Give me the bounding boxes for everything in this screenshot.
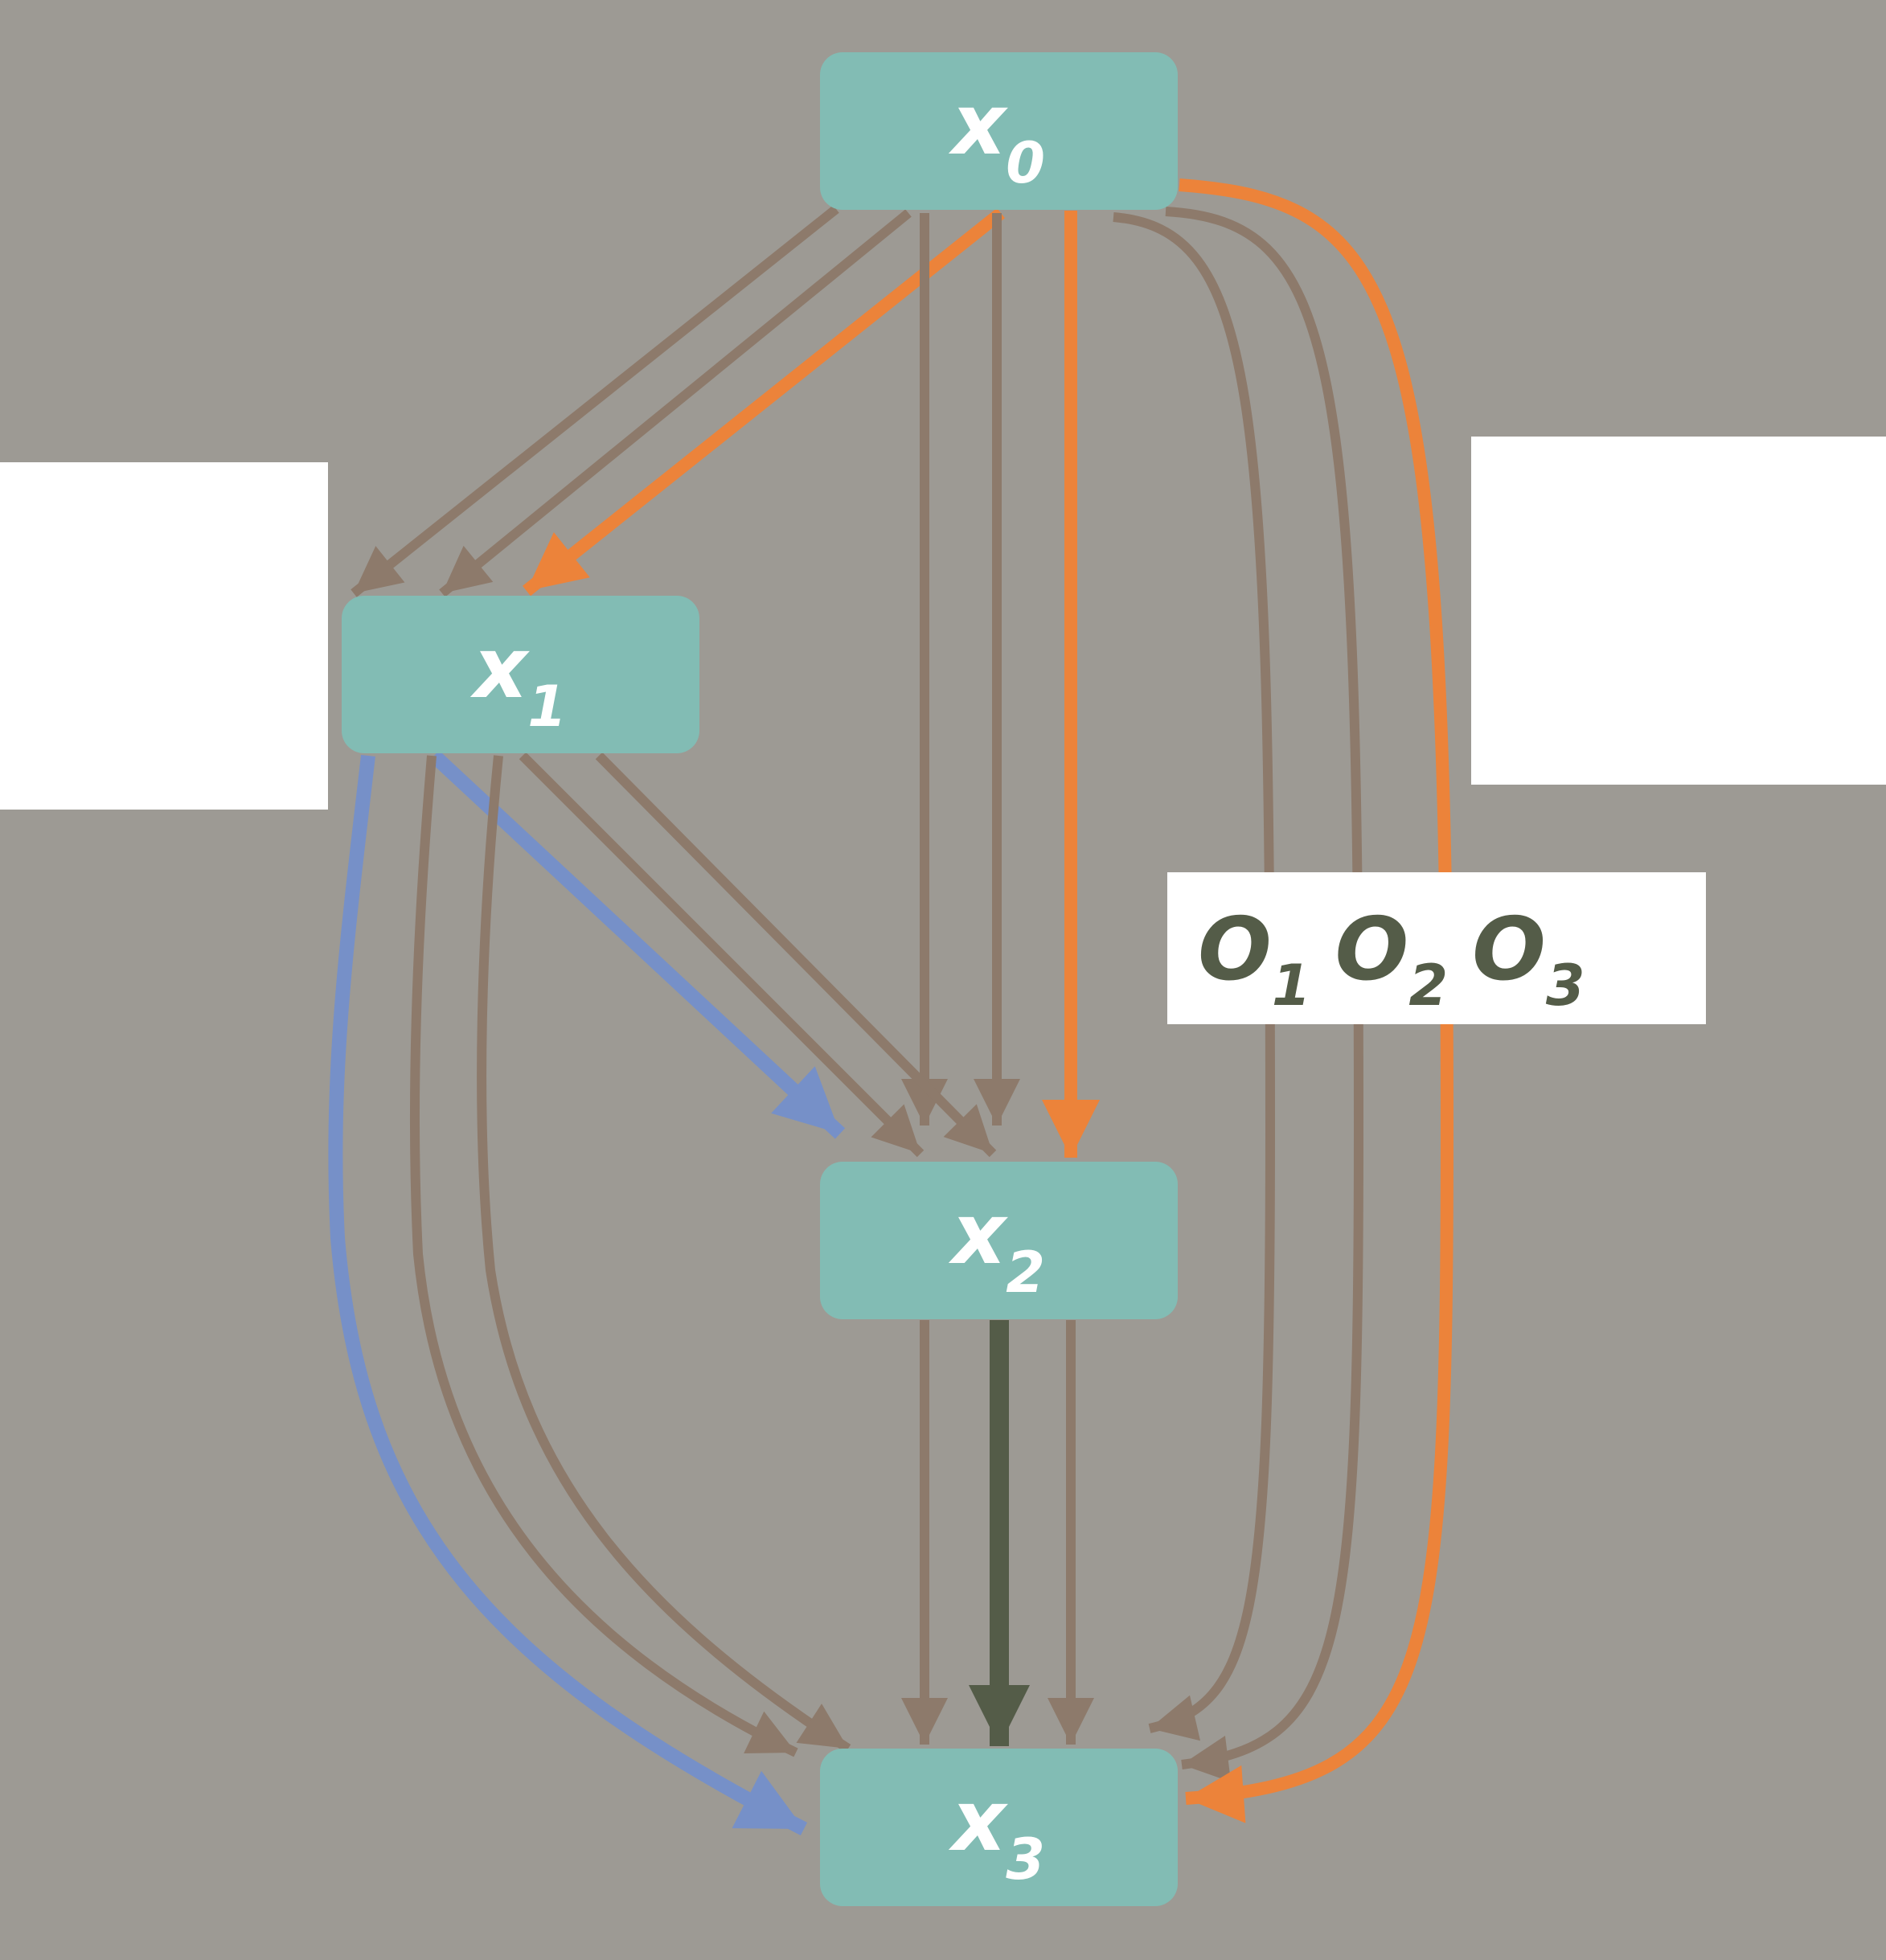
edge-x1-x2-c	[595, 752, 997, 1158]
edge-x0-x1-b	[439, 209, 912, 597]
edge-x1-x2-a	[428, 750, 846, 1139]
white-panel-left	[0, 462, 328, 810]
node-x0-label: x0	[948, 76, 1045, 196]
edge-x0-x3-b	[1165, 207, 1364, 1782]
node-x1-box	[342, 596, 699, 753]
node-x2[interactable]: x2	[820, 1162, 1178, 1319]
edge-x0-x3-c	[1179, 178, 1454, 1823]
white-panel-right	[1471, 437, 1886, 785]
node-x3-box	[820, 1749, 1178, 1906]
node-x3[interactable]: x3	[820, 1749, 1178, 1906]
edge-x0-x1-a	[351, 205, 839, 597]
node-x3-label: x3	[948, 1772, 1045, 1892]
edge-x1-x3-a	[328, 754, 808, 1836]
node-x1-label: x1	[469, 619, 567, 740]
node-x2-box	[820, 1162, 1178, 1319]
node-x2-label: x2	[948, 1185, 1045, 1306]
operations-label-box	[1167, 872, 1706, 1024]
node-x1[interactable]: x1	[342, 596, 699, 753]
edge-x1-x2-b	[519, 752, 925, 1158]
node-x0-box	[820, 52, 1178, 210]
edge-x1-x3-b	[410, 755, 798, 1757]
node-x0[interactable]: x0	[820, 52, 1178, 210]
edge-x1-x3-c	[477, 755, 851, 1753]
